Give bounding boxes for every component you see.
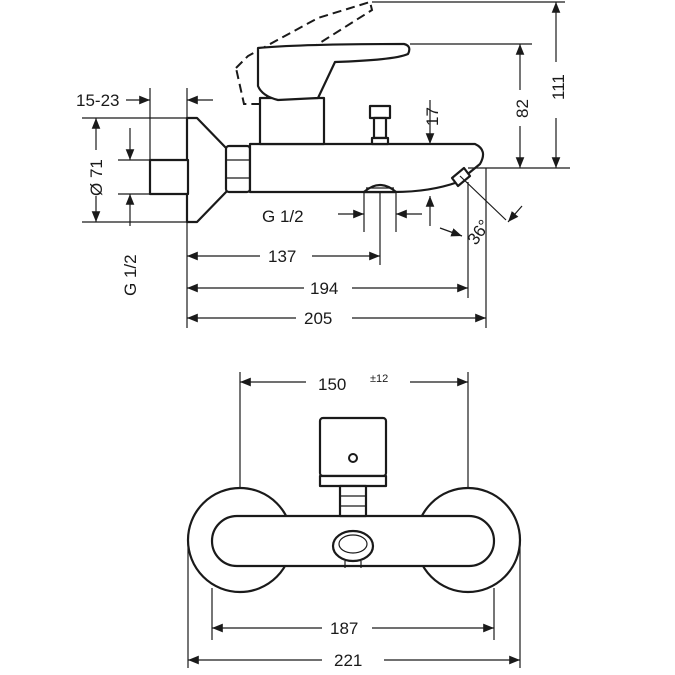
- dim-g12-inlet: G 1/2: [121, 254, 140, 296]
- front-stem: [338, 484, 368, 518]
- connection-nut: [224, 144, 252, 194]
- wall-escutcheon: [185, 116, 230, 224]
- dim-150: 150: [318, 375, 346, 394]
- dim-205: 205: [304, 309, 332, 328]
- dim-221: 221: [334, 651, 362, 670]
- dim-137: 137: [268, 247, 296, 266]
- front-lever-cap: [318, 416, 388, 478]
- side-view: 15-23 Ø 71 G 1/2 17 82 111: [76, 0, 570, 328]
- mixer-body: [248, 142, 485, 194]
- handle-stem: [258, 96, 326, 146]
- dim-15-23: 15-23: [76, 91, 119, 110]
- lever-handle: [256, 42, 411, 102]
- dim-111: 111: [549, 74, 568, 100]
- dim-82: 82: [513, 99, 532, 118]
- dim-194: 194: [310, 279, 338, 298]
- lever-open-outline: [234, 0, 374, 105]
- dim-g12-outlet: G 1/2: [262, 207, 304, 226]
- diverter-knob: [368, 104, 392, 120]
- dim-187: 187: [330, 619, 358, 638]
- front-view: 150 ±12 187 221: [186, 372, 522, 670]
- indicator-dot: [348, 453, 358, 463]
- inlet-pipe: [148, 158, 190, 196]
- dim-150-tolerance: ±12: [370, 373, 388, 385]
- dim-diameter-71: Ø 71: [87, 159, 106, 196]
- front-spout-outlet: [331, 529, 375, 563]
- dim-17: 17: [423, 107, 442, 126]
